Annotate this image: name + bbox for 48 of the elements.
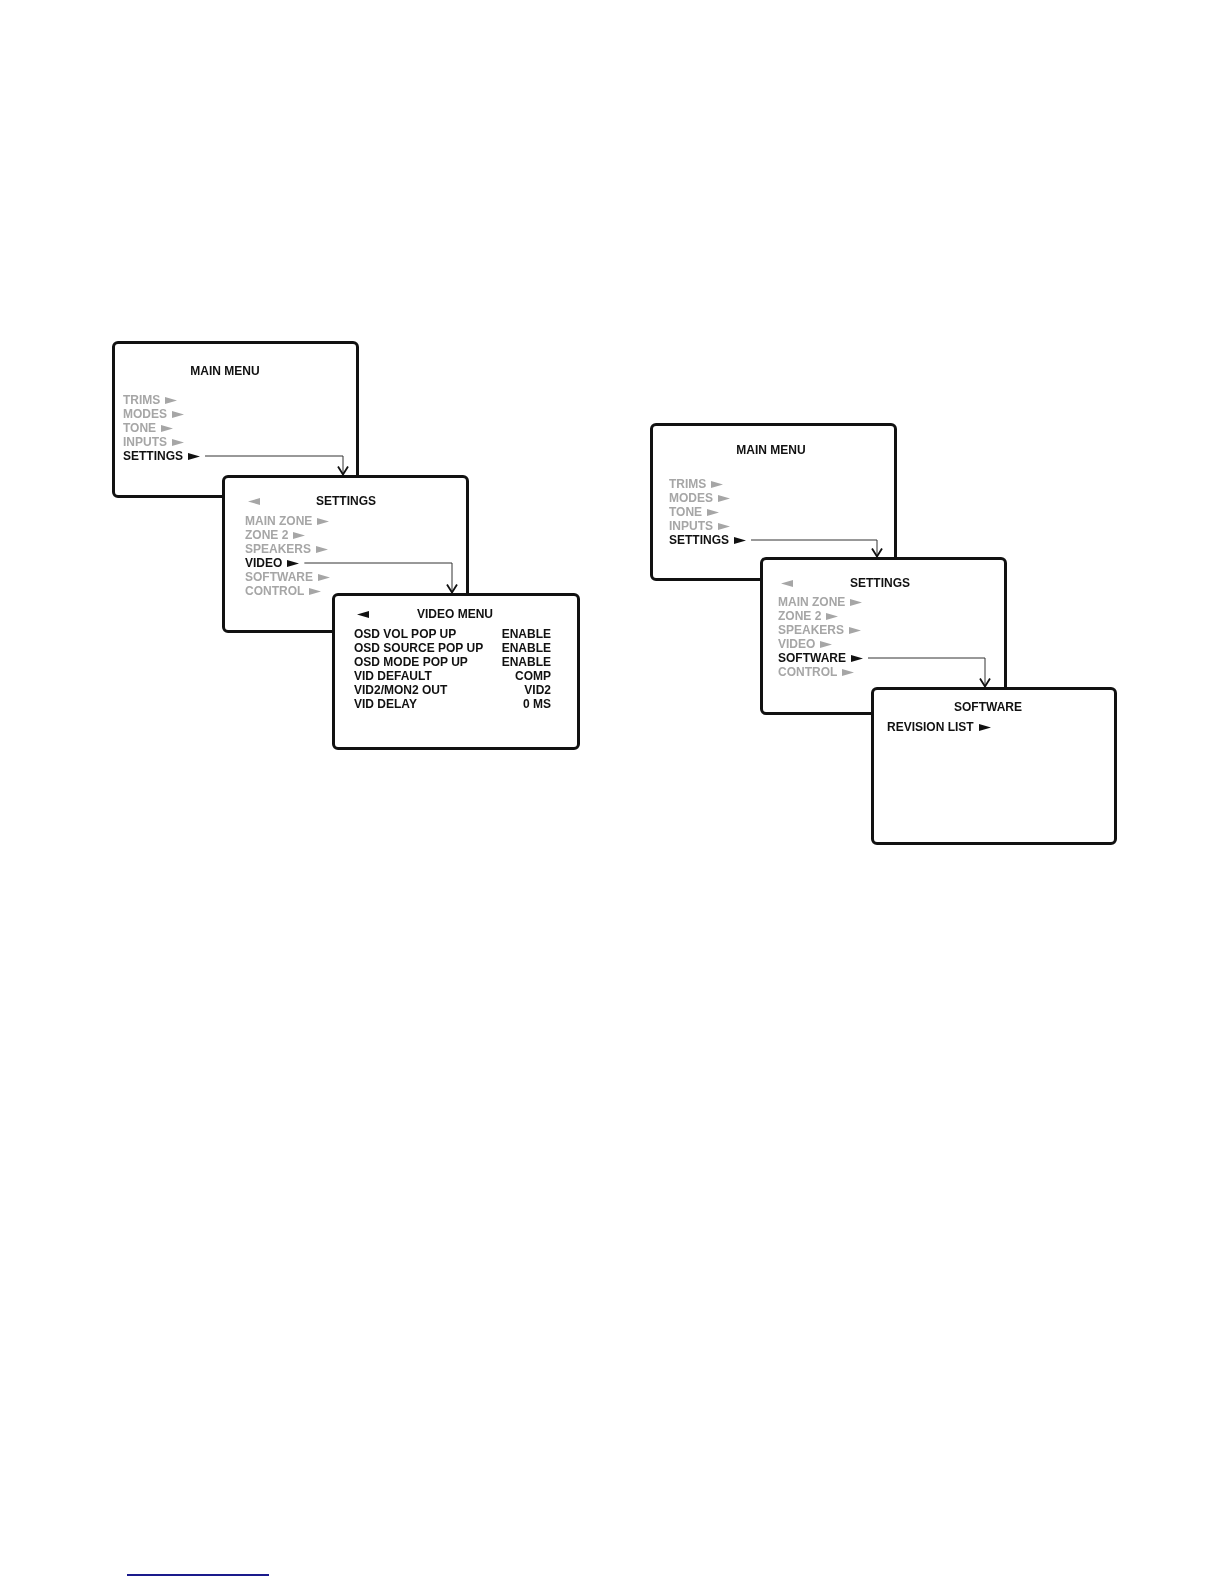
menu-item: MAIN ZONE	[245, 514, 313, 528]
menu-item: SETTINGS	[123, 449, 183, 463]
setting-name: VID DELAY	[354, 697, 417, 711]
setting-name: VID DEFAULT	[354, 669, 432, 683]
menu-title: SETTINGS	[316, 494, 376, 508]
menu-item: TRIMS	[669, 477, 707, 491]
menu-item: SETTINGS	[669, 533, 729, 547]
menu-item: VIDEO	[778, 637, 816, 651]
connector-arrow	[303, 562, 458, 594]
menu-title: SETTINGS	[850, 576, 910, 590]
menu-item: SOFTWARE	[245, 570, 313, 584]
menu-item: TONE	[669, 505, 703, 519]
menu-item: MODES	[669, 491, 713, 505]
onscreen-menu	[871, 687, 1117, 845]
menu-item: VIDEO	[245, 556, 283, 570]
menu-item: ZONE 2	[245, 528, 289, 542]
setting-name: OSD MODE POP UP	[354, 655, 468, 669]
setting-value: COMP	[515, 669, 551, 683]
setting-value: VID2	[524, 683, 551, 697]
menu-item: SPEAKERS	[245, 542, 312, 556]
onscreen-menu	[332, 593, 580, 750]
setting-value: 0 MS	[523, 697, 551, 711]
menu-item: INPUTS	[123, 435, 167, 449]
setting-value: ENABLE	[501, 641, 551, 655]
setting-value: ENABLE	[501, 655, 551, 669]
menu-item: MAIN ZONE	[778, 595, 846, 609]
menu-item: CONTROL	[778, 665, 838, 679]
menu-item: CONTROL	[245, 584, 305, 598]
menu-title: MAIN MENU	[736, 443, 806, 457]
onscreen-menu	[112, 341, 359, 498]
setting-name: VID2/MON2 OUT	[354, 683, 448, 697]
connector-arrow	[204, 455, 349, 476]
menu-item: TRIMS	[123, 393, 161, 407]
menu-item: INPUTS	[669, 519, 713, 533]
menu-item: ZONE 2	[778, 609, 822, 623]
setting-name: OSD VOL POP UP	[354, 627, 457, 641]
connector-arrow	[867, 657, 991, 688]
menu-title: VIDEO MENU	[417, 607, 493, 621]
menu-item: TONE	[123, 421, 157, 435]
setting-value: ENABLE	[501, 627, 551, 641]
menu-item: SPEAKERS	[778, 623, 845, 637]
setting-name: OSD SOURCE POP UP	[354, 641, 484, 655]
menu-item: MODES	[123, 407, 167, 421]
menu-title: SOFTWARE	[954, 700, 1022, 714]
menu-item: REVISION LIST	[887, 720, 974, 734]
connector-arrow	[750, 539, 883, 558]
menu-title: MAIN MENU	[190, 364, 260, 378]
menu-item: SOFTWARE	[778, 651, 846, 665]
